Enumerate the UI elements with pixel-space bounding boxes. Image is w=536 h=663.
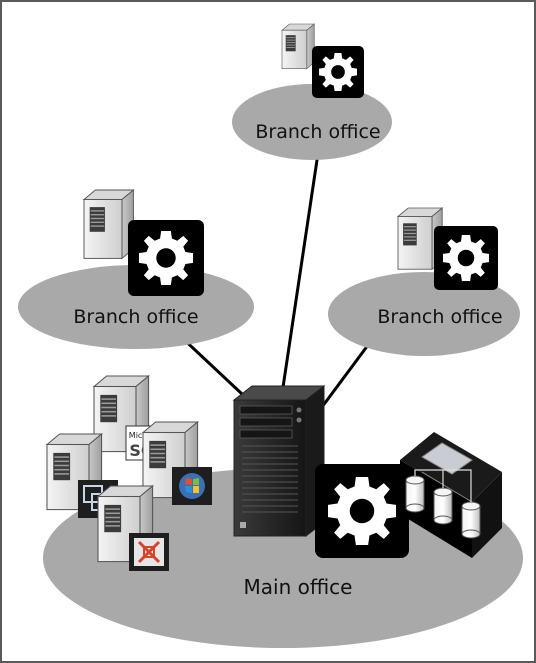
tower-server-icon: [232, 384, 326, 538]
exchange-icon: [129, 533, 169, 571]
connector-top-branch: [280, 139, 322, 395]
gear-icon: [315, 464, 409, 558]
server-icon: [281, 23, 315, 70]
connectors: [176, 139, 376, 408]
main-office: Microsoft SQL: [43, 375, 523, 648]
branch-label: Branch office: [255, 121, 380, 143]
connector-right-branch: [320, 336, 376, 408]
main-office-label: Main office: [244, 575, 353, 599]
gear-icon: [128, 220, 204, 296]
gear-icon: [312, 46, 364, 98]
branch-office-left: Branch office: [18, 189, 254, 349]
exchange-server: [97, 485, 169, 571]
branch-ellipse: [232, 84, 392, 160]
gear-icon: [434, 226, 498, 290]
branch-label: Branch office: [73, 306, 198, 328]
server-icon: [83, 189, 135, 260]
branch-office-right: Branch office: [328, 207, 520, 356]
branch-label: Branch office: [377, 306, 502, 328]
windows-server: [142, 421, 212, 505]
branch-ellipse: [328, 272, 520, 356]
windows-icon: [172, 467, 212, 505]
storage-array-icon: [400, 432, 502, 558]
branch-office-top: Branch office: [232, 23, 392, 160]
server-cluster: Microsoft SQL: [46, 375, 212, 571]
